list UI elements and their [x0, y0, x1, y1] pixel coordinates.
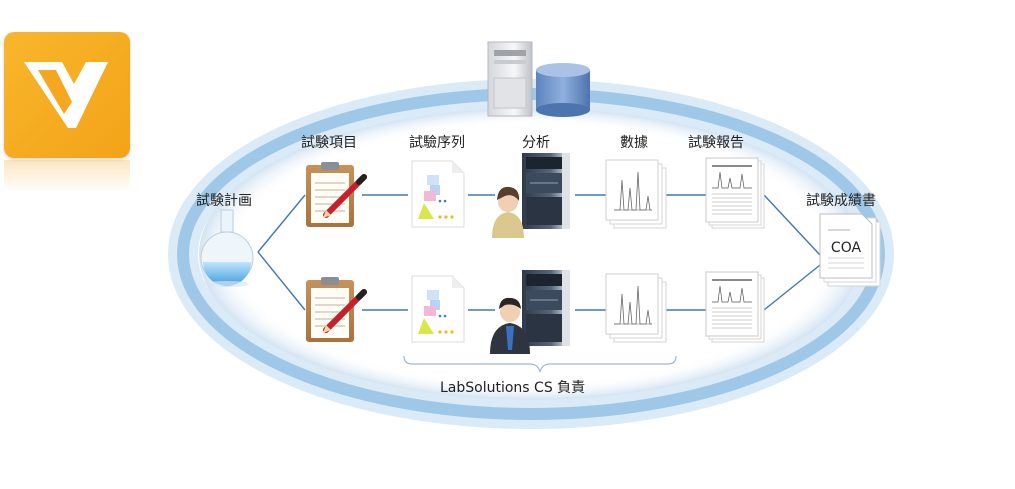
logo-icon — [24, 62, 108, 128]
analyzer-instrument-icon-top — [521, 152, 571, 230]
label-analysis: 分析 — [522, 135, 550, 151]
label-data: 數據 — [620, 135, 648, 151]
sequence-doc-icon-top — [411, 160, 465, 228]
data-chromatogram-icon-top — [605, 159, 667, 229]
server-icon — [487, 41, 533, 117]
test-report-icon-bottom — [705, 271, 765, 343]
scope-brace — [403, 355, 677, 373]
test-report-icon-top — [705, 157, 765, 229]
labsolutions-caption: LabSolutions CS 負責 — [440, 380, 586, 396]
flask-icon — [200, 209, 254, 287]
label-test-sequence: 試驗序列 — [409, 135, 465, 151]
logo-reflection — [4, 160, 130, 192]
label-test-item: 試験項目 — [301, 135, 357, 151]
label-test-plan: 試験計画 — [196, 193, 252, 209]
sequence-doc-icon-bottom — [411, 275, 465, 343]
analyzer-instrument-icon-bottom — [521, 269, 571, 347]
data-chromatogram-icon-bottom — [605, 273, 667, 343]
analyst-male-icon — [490, 297, 530, 354]
label-test-report: 試験報告 — [688, 135, 744, 151]
app-logo — [4, 32, 130, 158]
analyst-female-icon — [492, 186, 524, 238]
connector-lines — [257, 194, 821, 311]
label-test-certificate: 試験成績書 — [806, 193, 876, 209]
database-icon — [536, 63, 590, 117]
coa-text: COA — [831, 240, 862, 256]
coa-certificate-icon: COA — [819, 213, 881, 287]
